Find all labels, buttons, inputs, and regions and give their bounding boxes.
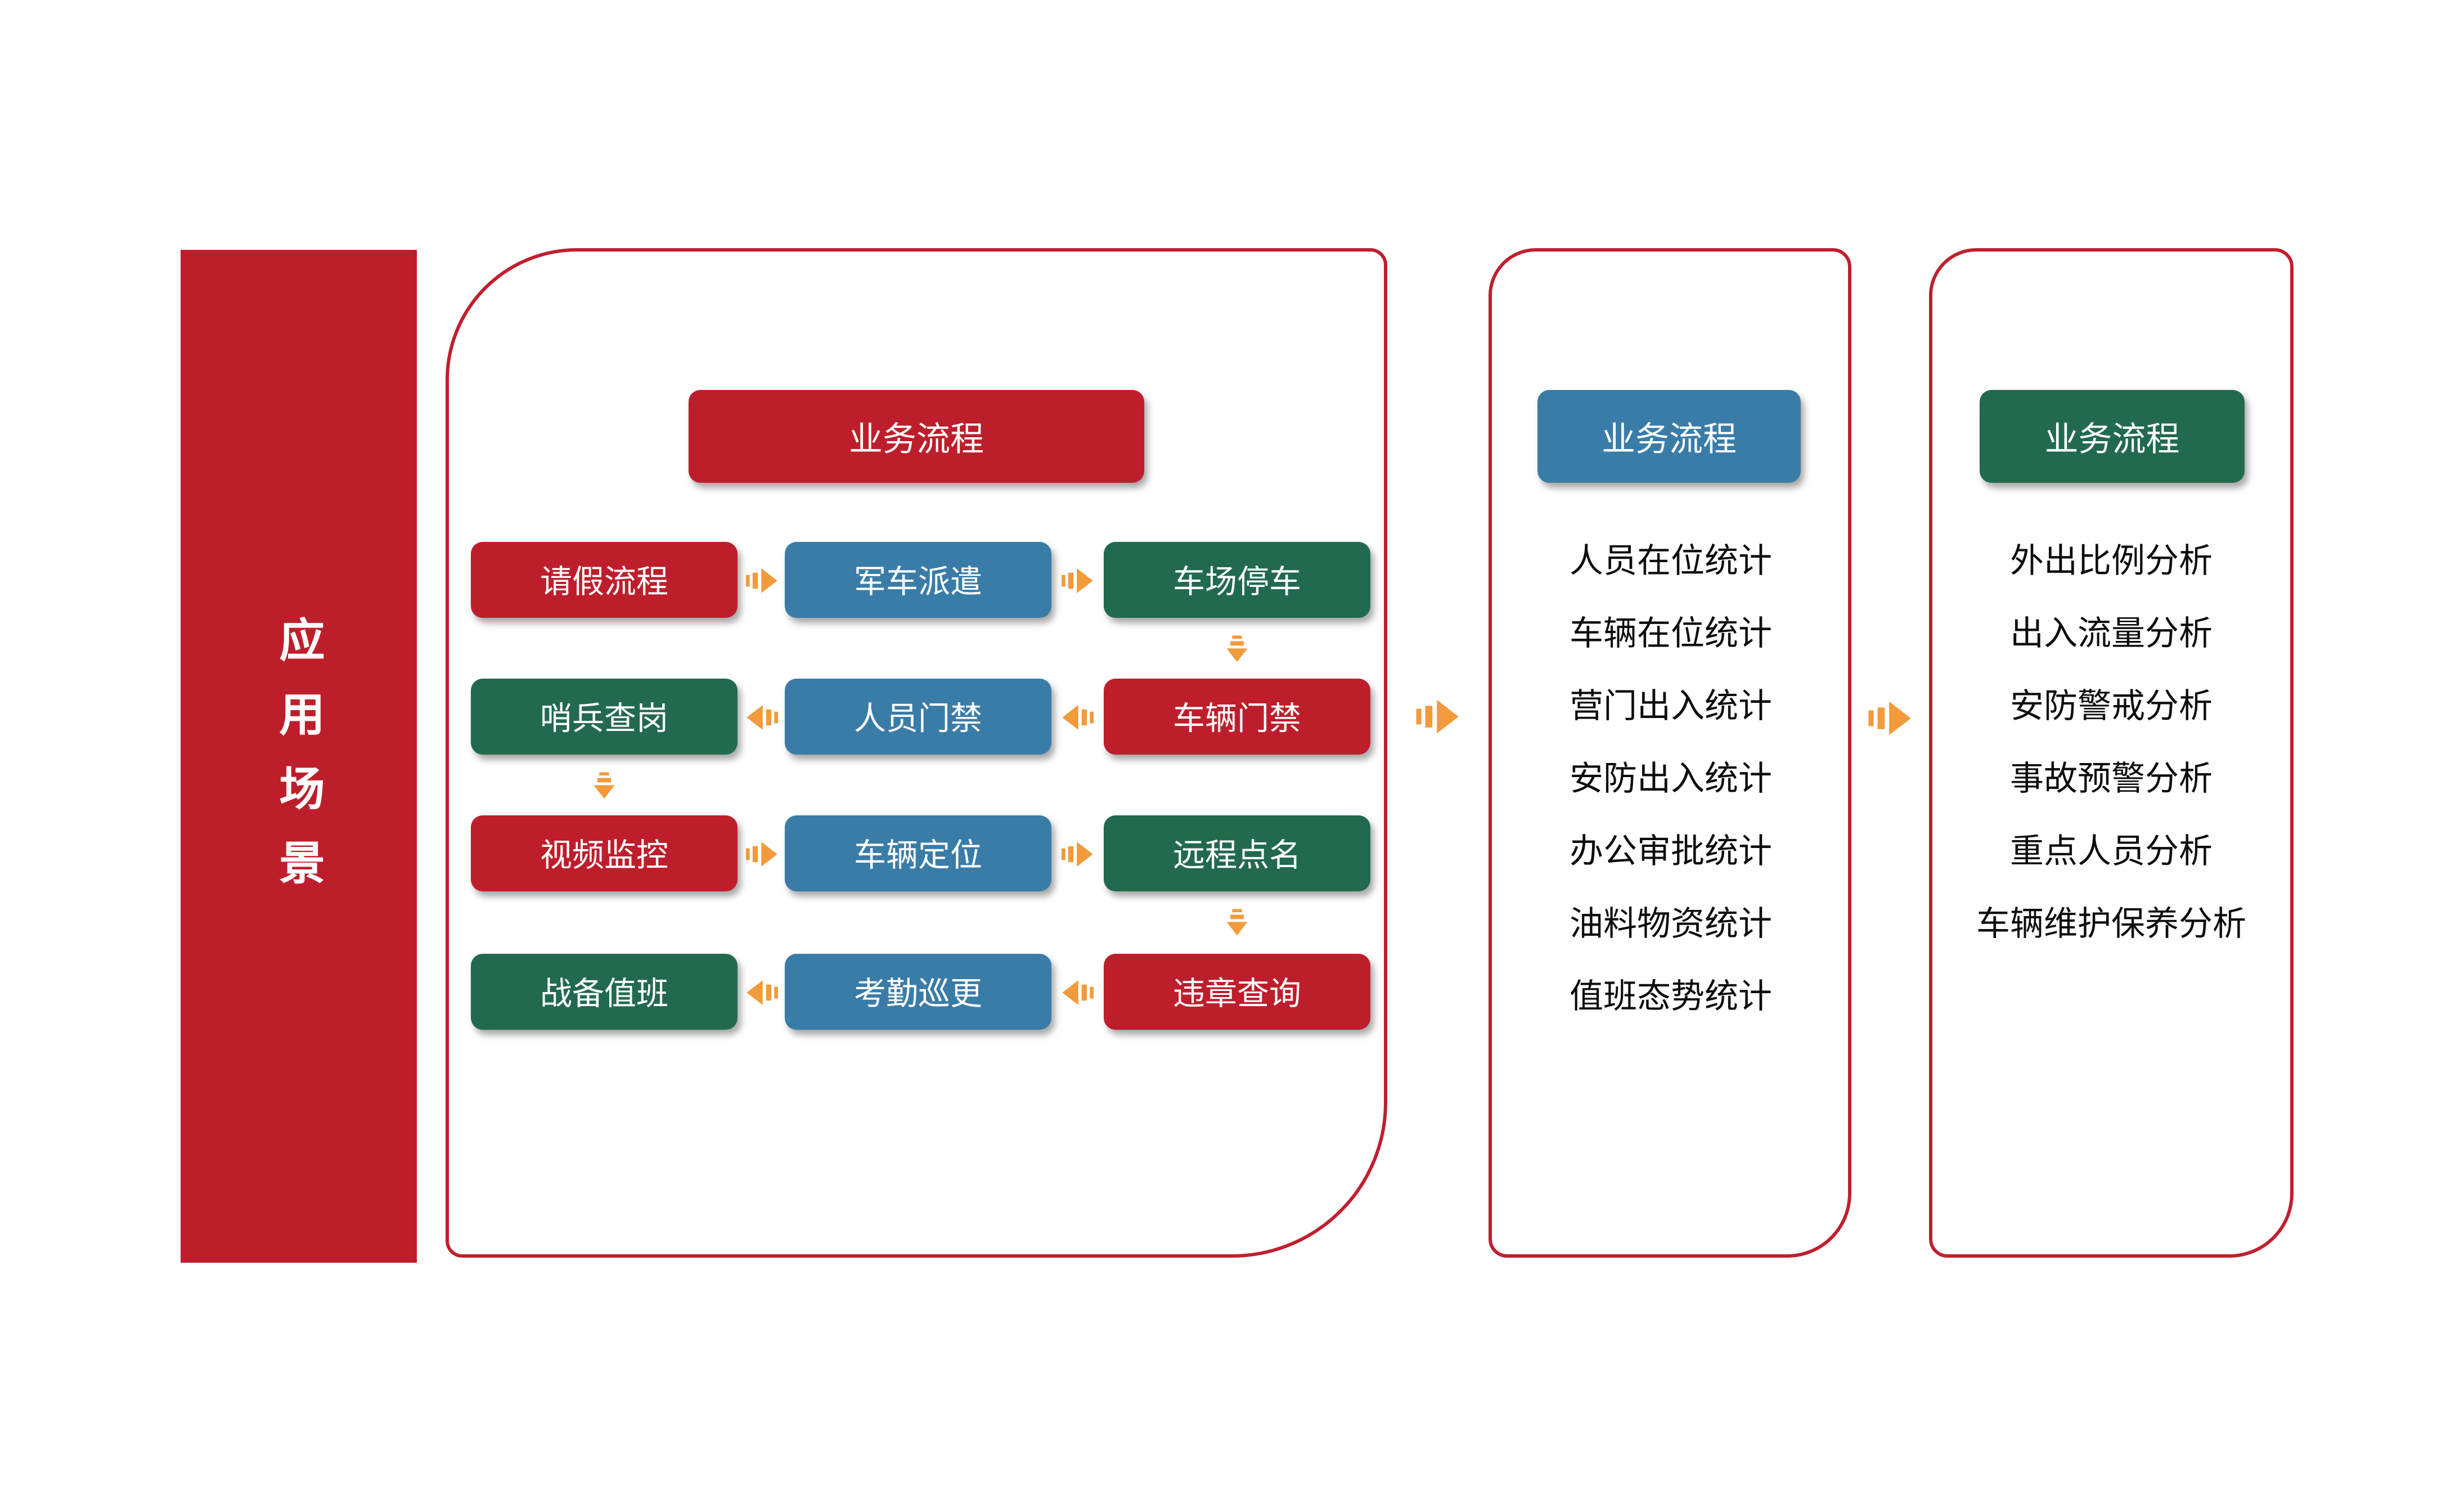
analysis-list-item: 车辆维护保养分析 [1976,907,2246,944]
stats-list-item: 办公审批统计 [1570,834,1772,871]
stats-list-item: 值班态势统计 [1570,979,1772,1016]
stats-list-item: 营门出入统计 [1570,689,1772,726]
flow-arrow-down-icon [1224,907,1251,939]
flow-step-box: 车辆定位 [785,815,1051,891]
flow-step-box: 考勤巡更 [785,954,1051,1030]
flow-arrow-right-icon [746,567,778,594]
flow-arrow-left-icon [1062,979,1094,1006]
flow-step-box: 战备值班 [471,954,738,1030]
flow-step-box: 请假流程 [471,542,738,618]
analysis-list-item: 外出比例分析 [2010,544,2213,581]
application-scenarios-sidebar: 应用场景 [181,250,417,1263]
panel-connector-arrow-icon [1416,698,1460,734]
flow-step-box: 远程点名 [1104,815,1370,891]
flow-step-box: 车场停车 [1104,542,1370,618]
flow-arrow-left-icon [1062,703,1094,730]
analysis-list-item: 事故预警分析 [2010,761,2213,798]
flow-arrow-down-icon [1224,632,1251,665]
analysis-panel-header: 业务流程 [1980,390,2245,483]
flow-arrow-left-icon [746,979,778,1006]
flow-arrow-right-icon [1062,567,1094,594]
process-panel-header: 业务流程 [689,390,1144,483]
stats-list: 人员在位统计车辆在位统计营门出入统计安防出入统计办公审批统计油料物资统计值班态势… [1502,522,1840,1030]
flow-arrow-right-icon [746,840,778,867]
panel-connector-arrow-icon [1868,700,1912,735]
analysis-list-item: 重点人员分析 [2010,834,2213,871]
analysis-list-item: 出入流量分析 [2010,616,2213,653]
stats-panel-header: 业务流程 [1537,390,1801,483]
flow-arrow-left-icon [746,703,778,730]
sidebar-vertical-title: 应用场景 [272,616,323,913]
stats-list-item: 人员在位统计 [1570,544,1772,581]
flow-step-box: 军车派遣 [785,542,1051,618]
flow-arrow-down-icon [591,769,618,801]
analysis-list-item: 安防警戒分析 [2010,689,2213,726]
analysis-list: 外出比例分析出入流量分析安防警戒分析事故预警分析重点人员分析车辆维护保养分析 [1943,522,2280,957]
stats-list-item: 安防出入统计 [1570,761,1772,798]
stats-list-item: 车辆在位统计 [1570,616,1772,653]
flow-step-box: 车辆门禁 [1104,679,1370,755]
flow-step-box: 视频监控 [471,815,738,891]
stats-list-item: 油料物资统计 [1570,907,1772,944]
flow-step-box: 哨兵查岗 [471,679,738,755]
flow-step-box: 人员门禁 [785,679,1051,755]
flow-arrow-right-icon [1062,840,1094,867]
flow-step-box: 违章查询 [1104,954,1370,1030]
